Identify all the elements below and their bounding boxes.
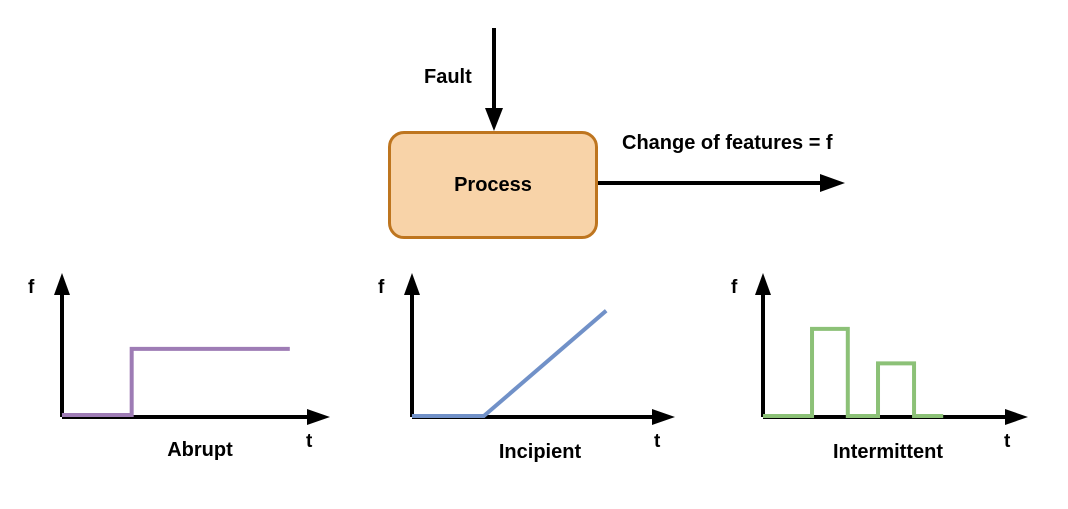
incipient-ylabel: f [378,277,385,298]
abrupt-caption: Abrupt [167,439,233,461]
intermittent-xlabel: t [1004,431,1011,452]
incipient-series-line [412,309,608,418]
x-axis-arrowhead-icon [1005,409,1028,425]
abrupt-xlabel: t [306,431,313,452]
incipient-caption: Incipient [498,441,582,463]
incipient-xlabel: t [654,431,661,452]
incipient-y-axis [404,273,420,417]
y-axis-arrowhead-icon [54,273,70,295]
output-features-label: Change of features = f [622,132,833,154]
intermittent-series-line [763,326,944,418]
process-box-label: Process [454,173,532,196]
output-arrow-right-icon [598,174,845,192]
process-arrows-layer [485,28,845,192]
intermittent-y-axis [755,273,771,417]
intermittent-ylabel: f [731,277,738,298]
incipient-chart [404,273,675,425]
abrupt-series-line [62,346,290,417]
x-axis-arrowhead-icon [307,409,330,425]
abrupt-y-axis [54,273,70,417]
x-axis-arrowhead-icon [652,409,675,425]
abrupt-chart [54,273,330,425]
y-axis-arrowhead-icon [755,273,771,295]
fault-label: Fault [424,66,472,88]
process-box: Process [388,131,598,239]
abrupt-ylabel: f [28,277,35,298]
y-axis-arrowhead-icon [404,273,420,295]
intermittent-chart [755,273,1028,425]
fault-arrow-down-icon [485,28,503,131]
intermittent-caption: Intermittent [833,441,943,463]
